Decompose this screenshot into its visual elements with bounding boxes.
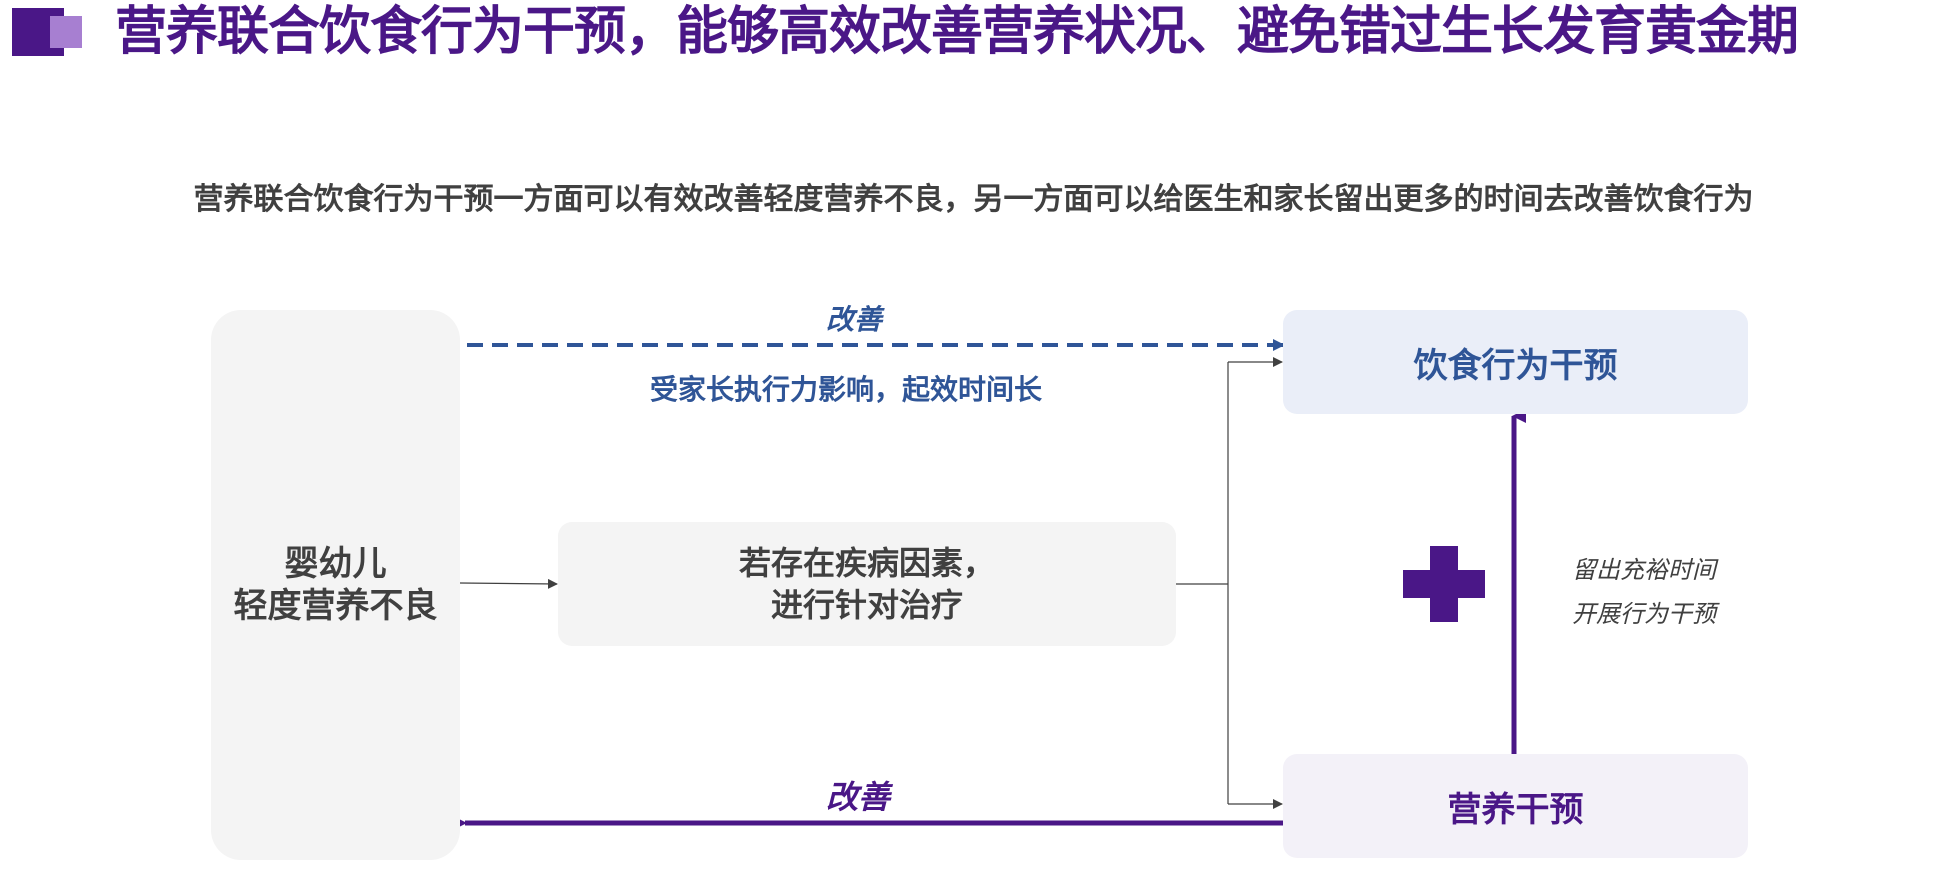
vertical-arrow-line1: 留出充裕时间 <box>1572 556 1716 584</box>
vertical-arrow-line2: 开展行为干预 <box>1572 600 1716 628</box>
nutrition-box-label: 营养干预 <box>1447 789 1584 830</box>
child-to-treatment-arrow <box>459 578 558 589</box>
treatment-box: 若存在疾病因素， 进行针对治疗 <box>558 522 1176 646</box>
plus-icon <box>1403 546 1485 622</box>
child-box-line1: 婴幼儿 <box>284 544 387 584</box>
top-arrow-note: 受家长执行力影响，起效时间长 <box>650 373 1043 406</box>
page-subtitle: 营养联合饮食行为干预一方面可以有效改善轻度营养不良，另一方面可以给医生和家长留出… <box>193 182 1754 217</box>
diet-intervention-box: 饮食行为干预 <box>1283 310 1748 414</box>
bottom-arrow-label: 改善 <box>826 778 891 816</box>
diet-box-label: 饮食行为干预 <box>1413 345 1618 386</box>
page-title: 营养联合饮食行为干预，能够高效改善营养状况、避免错过生长发育黄金期 <box>115 2 1799 62</box>
vertical-arrow-label: 留出充裕时间 开展行为干预 <box>1572 548 1716 636</box>
title-square-icon <box>12 8 82 58</box>
nutrition-intervention-box: 营养干预 <box>1283 754 1748 858</box>
treatment-box-line1: 若存在疾病因素， <box>738 544 995 582</box>
child-box-line2: 轻度营养不良 <box>233 586 438 626</box>
treatment-box-line2: 进行针对治疗 <box>770 586 963 624</box>
top-arrow-label: 改善 <box>826 303 883 336</box>
child-malnutrition-box: 婴幼儿 轻度营养不良 <box>211 310 460 860</box>
